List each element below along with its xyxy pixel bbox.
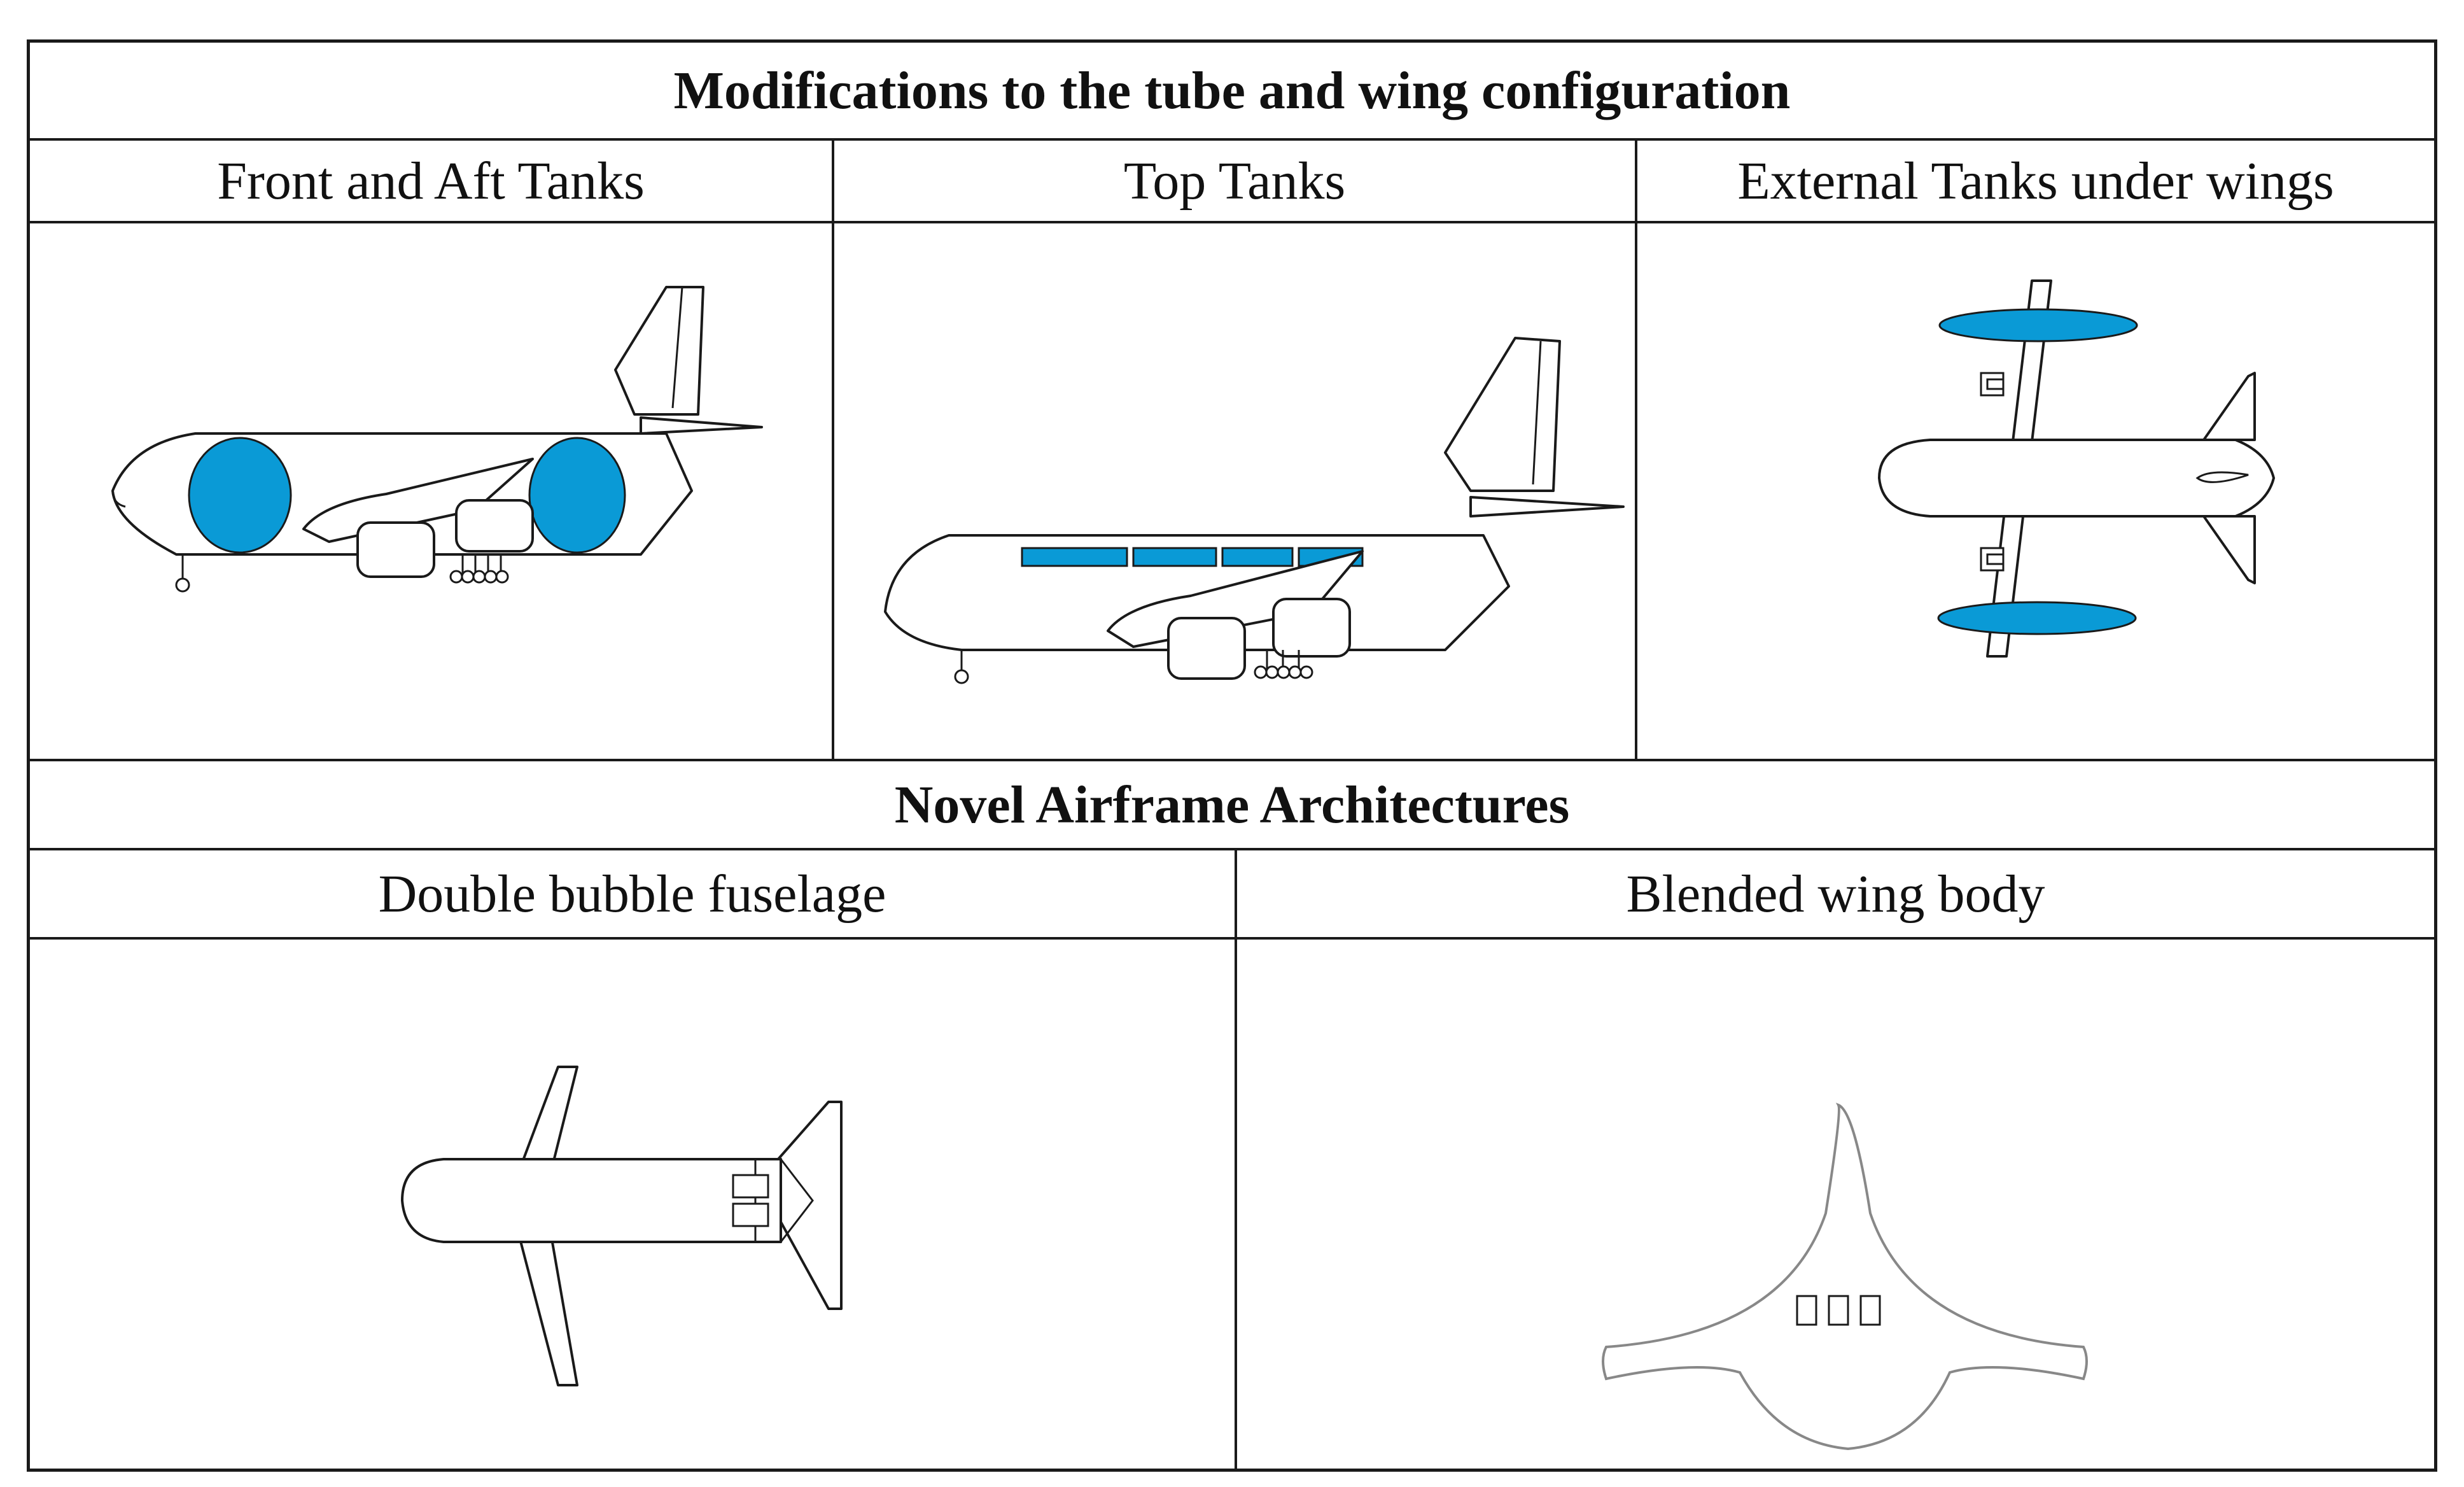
double-bubble-aircraft — [401, 1066, 843, 1386]
column-divider — [1635, 138, 1637, 759]
blended-wing-aircraft — [1602, 1103, 2088, 1451]
configuration-table: Modifications to the tube and wing confi… — [27, 39, 2437, 1472]
rule — [30, 848, 2434, 850]
column-header-double-bubble: Double bubble fuselage — [378, 864, 886, 924]
external-tanks-aircraft — [1878, 279, 2275, 658]
rule — [30, 138, 2434, 141]
top-tanks-aircraft — [884, 337, 1625, 684]
column-header-top-tanks: Top Tanks — [1123, 151, 1346, 211]
section-title-modifications: Modifications to the tube and wing confi… — [673, 60, 1791, 120]
main-gear — [1254, 650, 1313, 679]
rule — [30, 221, 2434, 223]
column-divider — [1235, 848, 1237, 1472]
main-gear — [449, 554, 509, 584]
front-aft-tanks-aircraft — [111, 286, 763, 593]
rule — [30, 759, 2434, 761]
column-header-blended-wing: Blended wing body — [1626, 864, 2045, 924]
section-title-novel: Novel Airframe Architectures — [894, 775, 1570, 835]
column-header-front-aft: Front and Aft Tanks — [217, 151, 645, 211]
column-divider — [832, 138, 834, 759]
rule — [30, 937, 2434, 940]
column-header-external-tanks: External Tanks under wings — [1737, 151, 2334, 211]
